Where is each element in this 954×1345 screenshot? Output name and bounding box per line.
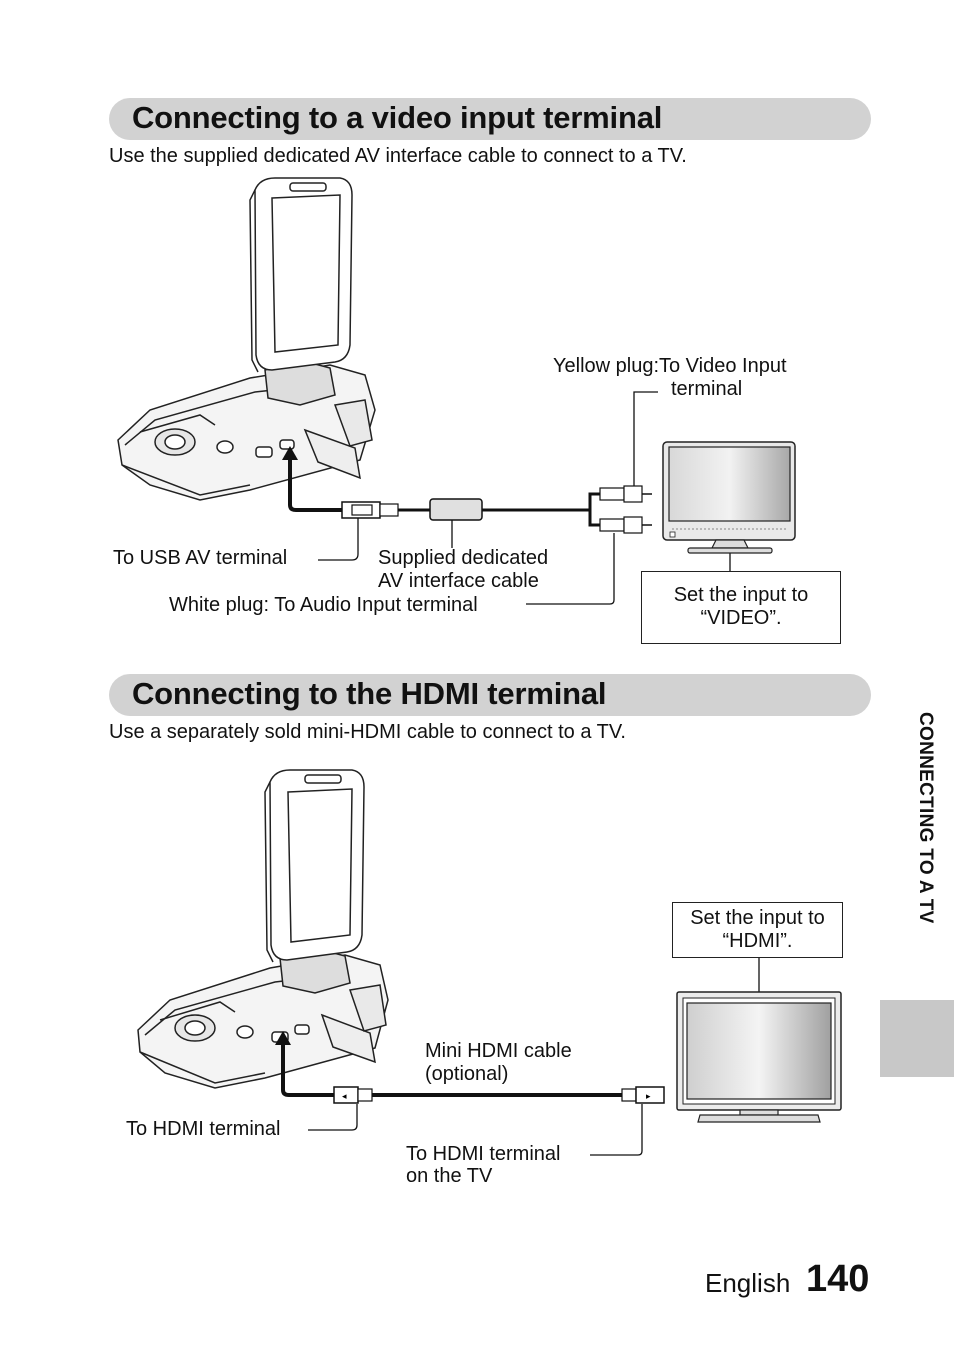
callout-video-line2: “VIDEO”. [700, 607, 782, 629]
page-number: 140 [806, 1258, 870, 1300]
section-header-hdmi: Connecting to the HDMI terminal [109, 674, 871, 716]
camcorder-illustration-1 [117, 177, 376, 501]
label-tv-hdmi-terminal-line2: on the TV [406, 1165, 493, 1187]
callout-video-line1: Set the input to [673, 584, 809, 606]
label-hdmi-cable-line1: Mini HDMI cable [425, 1040, 572, 1062]
av-cable [282, 446, 652, 534]
label-usb-av-terminal: To USB AV terminal [113, 547, 288, 569]
svg-text:◂: ◂ [342, 1092, 347, 1102]
callout-hdmi-line1: Set the input to [690, 907, 825, 929]
callout-hdmi-line2: “HDMI”. [722, 930, 793, 952]
label-yellow-plug-terminal: terminal [671, 378, 743, 400]
tv-illustration-2 [676, 991, 842, 1123]
svg-text:▸: ▸ [646, 1092, 651, 1102]
label-white-plug: White plug: To Audio Input terminal [169, 594, 478, 616]
section-title-hdmi: Connecting to the HDMI terminal [132, 676, 607, 711]
chapter-tab [880, 1000, 954, 1077]
section-header-video: Connecting to a video input terminal [109, 98, 871, 140]
hdmi-cable: ◂ ▸ [275, 1031, 665, 1104]
section-title-video: Connecting to a video input terminal [132, 100, 663, 135]
callout-set-input-hdmi: Set the input to “HDMI”. [672, 902, 843, 958]
section-intro-hdmi: Use a separately sold mini-HDMI cable to… [109, 721, 626, 743]
label-av-cable-line2: AV interface cable [378, 570, 539, 592]
label-hdmi-cable-line2: (optional) [425, 1063, 509, 1085]
label-av-cable-line1: Supplied dedicated [378, 547, 549, 569]
section-intro-video: Use the supplied dedicated AV interface … [109, 145, 687, 167]
camcorder-illustration-2 [137, 769, 389, 1089]
chapter-side-label: CONNECTING TO A TV [915, 712, 936, 924]
label-yellow-plug: Yellow plug:To Video Input [553, 355, 787, 377]
label-to-hdmi-terminal: To HDMI terminal [126, 1118, 281, 1140]
footer-language: English [705, 1268, 791, 1298]
label-tv-hdmi-terminal-line1: To HDMI terminal [406, 1143, 561, 1165]
callout-set-input-video: Set the input to “VIDEO”. [641, 571, 841, 644]
tv-illustration-1 [662, 441, 796, 554]
